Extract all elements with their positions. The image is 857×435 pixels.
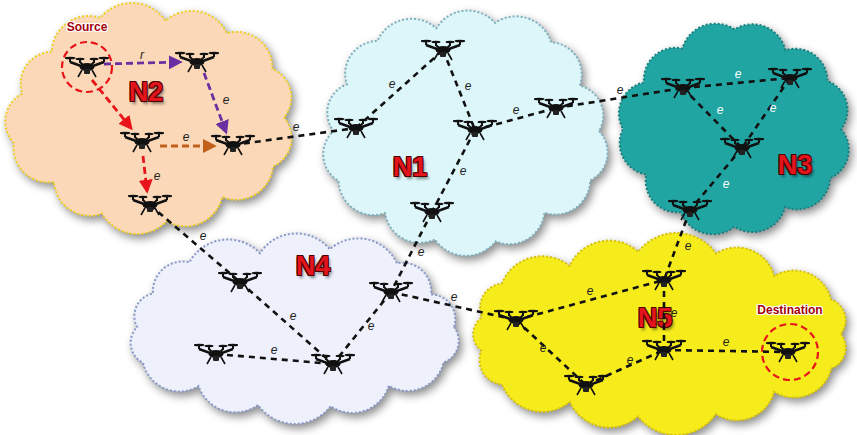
cloud-shape xyxy=(131,233,459,423)
drone-icon xyxy=(453,120,498,140)
mesh-link xyxy=(150,205,240,282)
mesh-link xyxy=(391,212,432,292)
drone-icon xyxy=(668,200,713,220)
circle-outline xyxy=(760,322,820,382)
drones xyxy=(65,40,813,395)
network-cloud: N2 Source xyxy=(0,0,300,235)
drone-icon xyxy=(494,310,539,330)
mesh-link xyxy=(333,292,391,364)
drone-icon xyxy=(311,354,356,374)
network-name: N1 xyxy=(393,152,428,183)
endpoint-circle: Destination xyxy=(760,322,820,382)
endpoint-ring xyxy=(762,324,818,380)
cloud-shape xyxy=(323,11,607,256)
drone-icon xyxy=(194,344,239,364)
mesh-link xyxy=(556,88,683,108)
mesh-links xyxy=(150,50,790,385)
network-name: N2 xyxy=(129,77,164,108)
mesh-link xyxy=(586,350,664,385)
endpoint-name: Source xyxy=(67,20,108,34)
mesh-link xyxy=(240,282,333,364)
mesh-link xyxy=(683,78,790,88)
mesh-link xyxy=(391,292,516,320)
drone-icon xyxy=(642,340,687,360)
mesh-link xyxy=(663,280,666,350)
cloud-outline xyxy=(612,18,857,240)
endpoint-name: Destination xyxy=(757,303,822,317)
drone-icon xyxy=(642,270,687,290)
drone-icon xyxy=(65,57,110,77)
mesh-link xyxy=(516,320,586,385)
drone-icon xyxy=(120,132,165,152)
drone-icon xyxy=(766,342,811,362)
drone-icon xyxy=(334,118,379,138)
mesh-link xyxy=(432,130,475,212)
mesh-link xyxy=(742,78,790,148)
route-arrows xyxy=(92,62,226,191)
mesh-link xyxy=(443,50,475,130)
link-label: e xyxy=(418,246,425,258)
drone-icon xyxy=(410,202,455,222)
drone-icon xyxy=(720,138,765,158)
mesh-link xyxy=(516,280,664,320)
mesh-link xyxy=(664,350,788,352)
drone-icon xyxy=(218,272,263,292)
network-cloud: N5Destination xyxy=(458,236,857,432)
network-cloud: N1 xyxy=(315,5,615,257)
mesh-link xyxy=(356,50,443,128)
drone-icon xyxy=(661,78,706,98)
route-arrow xyxy=(92,80,131,128)
cloud-shape xyxy=(5,3,291,234)
route-arrow xyxy=(204,73,226,132)
mesh-link xyxy=(216,354,333,364)
mesh-link xyxy=(690,148,742,210)
drone-icon xyxy=(128,195,173,215)
drone-icon xyxy=(369,282,414,302)
route-arrow xyxy=(143,156,147,191)
network-cloud: N3 xyxy=(612,18,857,240)
drone-icon xyxy=(564,375,609,395)
circle-outline xyxy=(60,40,114,94)
link-label: e xyxy=(451,291,458,303)
drone-icon xyxy=(534,98,579,118)
mesh-link xyxy=(475,108,556,130)
route-arrow xyxy=(104,62,180,64)
endpoint-circle: Source xyxy=(60,40,114,94)
drone-icon xyxy=(421,40,466,60)
cloud-shape xyxy=(619,24,849,235)
network-name: N5 xyxy=(638,303,673,334)
network-name: N4 xyxy=(296,251,331,282)
cloud-outline xyxy=(0,0,300,235)
drone-icon xyxy=(768,68,813,88)
mesh-link xyxy=(233,128,356,145)
mesh-link xyxy=(664,210,690,280)
endpoint-ring xyxy=(62,42,112,92)
cloud-outline xyxy=(118,232,470,422)
mesh-link xyxy=(683,88,742,148)
drone-icon xyxy=(211,135,256,155)
network-cloud: N4 xyxy=(118,232,470,422)
link-label: e xyxy=(293,121,300,133)
link-label: e xyxy=(617,84,624,96)
drone-icon xyxy=(175,52,220,72)
link-label: e xyxy=(200,230,207,242)
route-arrow xyxy=(160,145,214,148)
cloud-shape xyxy=(473,233,846,435)
cloud-outline xyxy=(458,236,857,432)
network-name: N3 xyxy=(778,150,813,181)
cloud-outline xyxy=(315,5,615,257)
